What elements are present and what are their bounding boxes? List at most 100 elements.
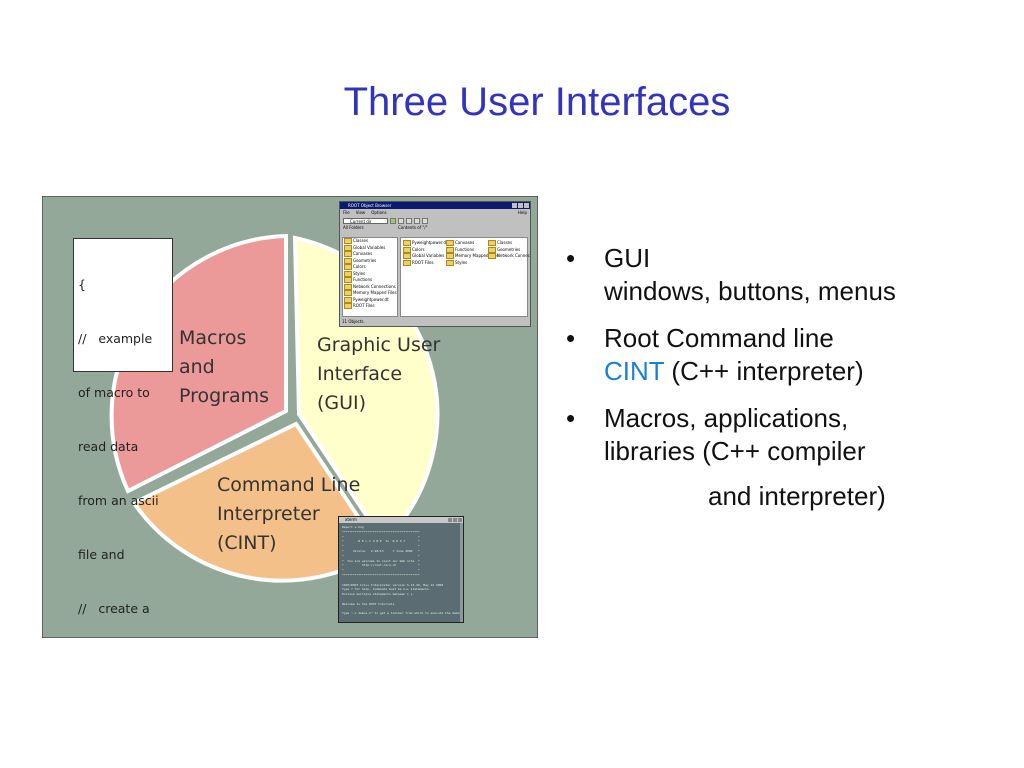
terminal-line: CINT/ROOT C/C++ Interpreter version 5.14… [342,582,444,587]
browser-tool-icon [398,217,404,224]
folder-icon [344,290,352,296]
code-line: // example [78,331,153,346]
folder-item: Pyweightpower.dt [402,240,448,247]
folder-icon [344,270,352,277]
terminal-line: Type ".x demos.C" to get a toolbar from … [342,611,462,616]
terminal-window-buttons [448,517,462,522]
gui-label: Graphic User Interface (GUI) [317,331,440,418]
folder-icon [344,257,352,264]
bullet-marker: • [566,403,576,433]
folder-icon [446,253,454,259]
folder-item: Classes [343,238,397,245]
terminal-scrollbar [460,523,463,622]
folder-label: Pyweightpower.dt [353,296,389,302]
terminal-line: * * [342,544,420,549]
folder-label: Classes [497,240,513,245]
bullet-gui: • GUI windows, buttons, menus [566,242,1016,308]
folder-item: ROOT Files [343,303,397,310]
folder-label: Colors [353,264,366,269]
terminal-line: Report a bug [342,525,364,529]
terminal-line: ****************************************… [342,529,420,534]
folder-label: Canvases [353,251,373,256]
folder-label: ROOT Files [353,303,375,308]
folder-label: Geometries [353,257,377,263]
folder-label: Memory Mapped Files [455,253,499,258]
folder-item: Colors [343,264,397,271]
folder-icon [488,246,496,253]
code-line: file and [78,547,125,562]
folder-item: Global Variables [343,244,397,252]
bullet-line: libraries (C++ compiler [604,436,866,466]
browser-window-buttons [512,203,529,208]
folder-item: Functions [343,277,397,284]
terminal-output: Report a bug****************************… [339,523,463,623]
folder-item: Canvases [445,240,499,247]
folder-label: Pyweightpower.dt [412,240,448,245]
folder-label: Global Variables [353,244,386,250]
terminal-line: Welcome to the ROOT tutorials [342,601,395,606]
browser-left-header: All Folders [343,225,364,230]
folder-item: Global Variables [402,253,448,260]
browser-menubar: File View Options Help [340,209,530,216]
terminal-line: * http://root.cern.ch * [342,563,420,568]
folder-item: Classes [487,240,530,247]
cint-label-line: Interpreter [217,503,320,525]
folder-label: Colors [412,246,425,252]
folder-label: Styles [353,270,366,276]
macros-label: Macros and Programs [179,324,269,411]
browser-menu-view: View [355,210,366,215]
folder-icon [344,238,352,244]
folder-label: Network Connections [353,283,396,289]
folder-item: Memory Mapped Files [445,253,499,260]
browser-toolbar: Current dir [340,216,530,225]
folder-label: Classes [353,238,369,243]
folder-icon [403,253,411,259]
folder-item: Functions [445,246,499,254]
bullet-command-line: • Root Command line CINT (C++ interprete… [566,322,1016,388]
macros-label-line: and [179,356,215,378]
browser-right-header: Contents of "/" [398,225,428,230]
terminal-line: * * [342,568,420,573]
macros-label-line: Programs [179,385,270,407]
bullet-line: GUI [604,243,651,273]
slide-title: Three User Interfaces [343,80,731,124]
folder-item: Colors [402,246,448,254]
folder-label: Memory Mapped Files [353,290,397,295]
folder-item: Geometries [487,246,530,254]
object-browser-window-image: ROOT Object Browser File View Options He… [339,201,531,327]
folder-icon [488,253,496,259]
folder-label: Canvases [455,240,475,245]
folder-item: Memory Mapped Files [343,290,397,297]
gui-label-line: Interface [317,363,403,385]
bullet-marker: • [566,243,576,273]
browser-menu-help: Help [517,210,527,215]
code-line: from an ascii [78,493,159,508]
cint-label-line: Command Line [217,474,361,496]
browser-dir-combo: Current dir [343,217,388,224]
bullet-line: Macros, applications, [604,403,849,433]
terminal-line: Type ".x demoshelp.C" to see the help wi… [342,620,422,623]
bullet-line-rest: (C++ interpreter) [664,356,864,386]
bullet-macros: • Macros, applications, libraries (C++ c… [566,402,1016,513]
gui-label-line: Graphic User [317,334,441,356]
folder-item: Styles [343,270,397,278]
folder-item: Geometries [343,257,397,265]
cint-highlight: CINT [604,356,665,386]
folder-icon [344,251,352,257]
code-line: // create a [78,601,150,616]
cint-label-line: (CINT) [217,532,277,554]
folder-icon [403,246,411,253]
terminal-titlebar: xterm [339,517,463,523]
browser-menu-options: Options [371,210,387,215]
folder-item: ROOT Files [402,259,448,267]
browser-tool-icon [422,217,428,224]
folder-icon [446,240,454,246]
terminal-line: * * [342,534,420,539]
terminal-line: * Version 2.20/13 7 June 2000 * [342,548,420,553]
cint-label: Command Line Interpreter (CINT) [217,471,360,558]
